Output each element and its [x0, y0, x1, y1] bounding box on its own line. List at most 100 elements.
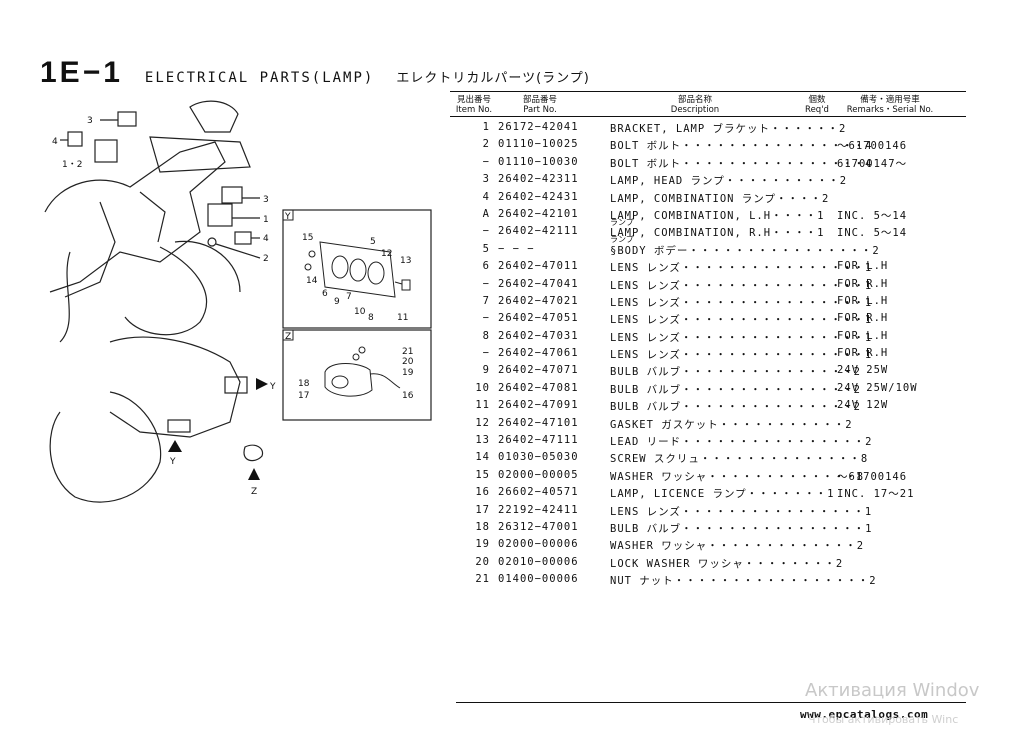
part-number: 26402−47091 [498, 399, 579, 412]
callout-label: 13 [400, 256, 411, 266]
part-number: 02000−00005 [498, 468, 579, 481]
part-number: 26402−47021 [498, 294, 579, 307]
item-number: − [482, 155, 490, 168]
bracket-part [207, 203, 233, 227]
description: LAMP, LICENCE ランプ・・・・・・・1 [610, 488, 835, 501]
callout-label: 1・2 [62, 160, 82, 170]
rear-combination-lamp [224, 376, 248, 394]
item-number: 3 [482, 173, 490, 186]
remarks: FOR L.H [837, 329, 889, 342]
callout-label: 4 [263, 234, 269, 244]
remarks: INC. 5〜14 [837, 209, 908, 222]
item-number: 20 [475, 555, 490, 568]
item-number: − [482, 312, 490, 325]
table-row: 5− − −§BODY ボデー・・・・・・・・・・・・・・・・2 [450, 241, 966, 258]
remarks: INC. 5〜14 [837, 227, 908, 240]
item-number: 16 [475, 486, 490, 499]
callout-label: 16 [402, 391, 414, 401]
description: BULB バルブ・・・・・・・・・・・・・・・・1 [610, 522, 873, 535]
part-number: 01400−00006 [498, 573, 579, 586]
callout-label: 17 [298, 391, 309, 401]
item-number: 13 [475, 434, 490, 447]
description: WASHER ワッシャ・・・・・・・・・・・・・8 [610, 470, 865, 483]
item-number: 11 [475, 399, 490, 412]
view-arrow-z [248, 468, 260, 480]
callout-label: 6 [322, 289, 328, 299]
header-rem-en: Remarks・Serial No. [846, 105, 934, 115]
callout-label: 8 [368, 313, 374, 323]
part-number: 26402−47101 [498, 416, 579, 429]
description: LENS レンズ・・・・・・・・・・・・・・・・1 [610, 296, 873, 309]
callout-label: 19 [402, 368, 414, 378]
description: SCREW スクリュ・・・・・・・・・・・・・・8 [610, 453, 869, 466]
item-number: 2 [482, 138, 490, 151]
lift-arm-outline [59, 251, 71, 343]
header-rem-jp: 備考・適用号車 [860, 95, 920, 105]
detail-box-z: Z 21 20 19 18 17 16 [282, 329, 432, 421]
description: BOLT ボルト・・・・・・・・・・・・・・・・4 [610, 157, 873, 170]
callout-label: 3 [263, 195, 269, 205]
item-number: 10 [475, 381, 490, 394]
header-remarks: 備考・適用号車 Remarks・Serial No. [845, 95, 935, 115]
callout-label: 10 [354, 307, 366, 317]
remarks: FOR L.H [837, 294, 889, 307]
part-number: 26172−42041 [498, 121, 579, 133]
remarks: FOR R.H [837, 312, 889, 325]
page-title: 1E−1 ELECTRICAL PARTS(LAMP) エレクトリカルパーツ(ラ… [40, 56, 590, 92]
item-number: 15 [475, 468, 490, 481]
combination-lamp-part [67, 131, 83, 147]
combination-lamp-part [234, 231, 252, 245]
callout-label: 15 [302, 233, 313, 243]
footer-rule [456, 702, 966, 703]
item-number: − [482, 225, 490, 238]
frame-outline [139, 191, 166, 243]
table-header-rule [450, 116, 966, 117]
callout-label: 1 [263, 215, 269, 225]
headlamp-part [94, 139, 118, 163]
rear-body-outline [109, 336, 241, 438]
item-number: 9 [482, 364, 490, 377]
arm-outline [64, 201, 116, 298]
part-number: 26402−47041 [498, 277, 579, 290]
description: BRACKET, LAMP ブラケット・・・・・・2 [610, 123, 847, 135]
remarks: 〜61700146 [837, 140, 908, 153]
part-number: 26312−47001 [498, 520, 579, 533]
item-number: 4 [482, 190, 490, 203]
headlamp-part [221, 186, 243, 204]
item-number: 5 [482, 242, 490, 255]
website-url[interactable]: www.epcatalogs.com [800, 708, 929, 721]
machine-body-outline [44, 141, 226, 293]
callout-label: 14 [306, 276, 318, 286]
description: BULB バルブ・・・・・・・・・・・・・・・2 [610, 383, 861, 396]
callout-label: 9 [334, 297, 340, 307]
callout-label: 20 [402, 357, 414, 367]
rear-tire-outline [49, 391, 162, 503]
header-desc-en: Description [670, 105, 720, 115]
description: NUT ナット・・・・・・・・・・・・・・・・・2 [610, 575, 877, 588]
detail-box-label: Y [284, 212, 291, 222]
seat-outline [189, 100, 239, 133]
item-number: A [482, 207, 490, 220]
description: BULB バルブ・・・・・・・・・・・・・・・2 [610, 366, 861, 379]
header-description: 部品名称 Description [660, 95, 730, 115]
part-number: 02000−00006 [498, 538, 579, 551]
description: LAMP, HEAD ランプ・・・・・・・・・・2 [610, 175, 848, 188]
callout-label: 7 [346, 292, 352, 302]
activation-watermark-subtext: Чтобы активировать Winc [808, 713, 959, 726]
part-number: 26402−42111 [498, 225, 579, 238]
